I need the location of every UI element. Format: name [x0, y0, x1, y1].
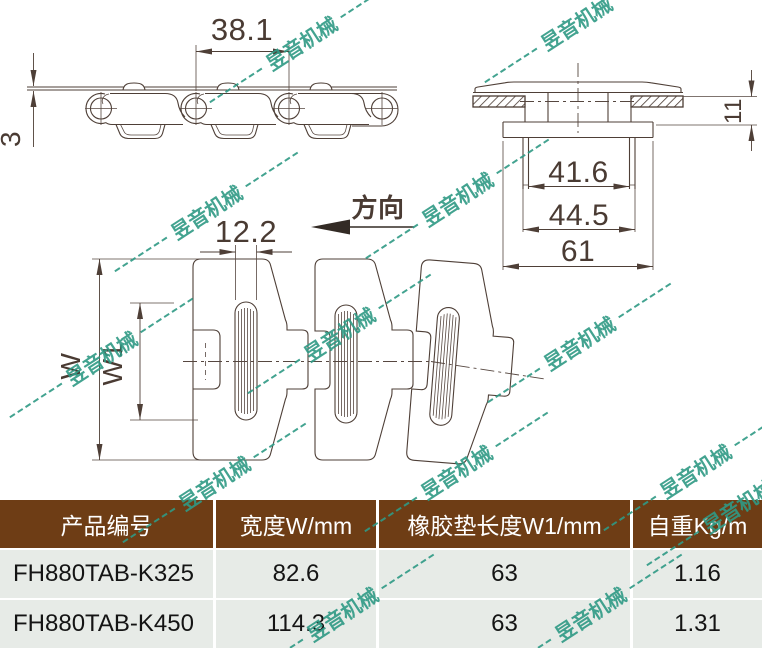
direction-label: 方向 [351, 193, 404, 223]
table-cell-product-code: FH880TAB-K325 [0, 550, 213, 598]
dim-overall-width-label: 61 [561, 235, 595, 268]
watermark-text: 昱音机械 [656, 441, 736, 504]
direction-arrow-icon [311, 219, 350, 235]
chain-links [85, 92, 399, 140]
dimension-inner-width: 41.6 [528, 156, 630, 190]
watermark-text: 昱音机械 [537, 0, 617, 56]
table-cell-width: 82.6 [216, 550, 376, 598]
table-cell-weight: 1.31 [633, 600, 762, 648]
plate-b [314, 258, 414, 461]
table-header-weight: 自重Kg/m [633, 500, 762, 548]
rubber-pad-strip [27, 86, 397, 91]
plate-a [192, 258, 309, 461]
dimension-overall-width: 61 [502, 141, 654, 270]
table-header-pad-length: 橡胶垫长度W1/mm [379, 500, 630, 548]
dimension-pad-width: 12.2 [200, 214, 292, 300]
chain-side-view: 38.1 3 [0, 12, 399, 147]
dimension-pad-length-w1: W1 [97, 302, 198, 421]
table-cell-pad-length: 63 [379, 550, 630, 598]
dim-height-label: 11 [720, 98, 747, 124]
chain-top-view: 12.2 W W1 方向 [55, 193, 546, 490]
dimension-height: 11 [656, 70, 757, 151]
dimension-width-w: W [55, 258, 200, 461]
chain-section-view: 41.6 44.5 61 11 [472, 63, 757, 270]
spec-table: 产品编号 宽度W/mm 橡胶垫长度W1/mm 自重Kg/m FH880TAB-K… [0, 500, 762, 648]
dimension-pad-thickness: 3 [0, 53, 37, 147]
table-cell-weight: 1.16 [633, 550, 762, 598]
table-cell-pad-length: 63 [379, 600, 630, 648]
table-cell-width: 114.3 [216, 600, 376, 648]
watermark-dash [733, 410, 762, 446]
dim-pad-thickness-label: 3 [0, 131, 26, 147]
dim-pad-width-label: 12.2 [215, 214, 277, 249]
dim-outer-width-label: 44.5 [549, 199, 609, 232]
dim-pitch-label: 38.1 [211, 12, 273, 47]
dim-inner-width-label: 41.6 [548, 156, 608, 189]
dim-w-label: W [55, 352, 86, 379]
table-cell-product-code: FH880TAB-K450 [0, 600, 213, 648]
rubber-pad-left [472, 95, 526, 108]
direction-indicator: 方向 [311, 193, 414, 235]
plate-c [406, 259, 519, 467]
dim-w1-label: W1 [97, 343, 128, 386]
pin-holes [85, 92, 398, 125]
dimension-outer-width: 44.5 [522, 189, 636, 233]
rubber-pad-right [630, 95, 684, 108]
table-header-product-code: 产品编号 [0, 500, 213, 548]
dimension-pitch: 38.1 [195, 12, 290, 91]
table-header-width: 宽度W/mm [216, 500, 376, 548]
